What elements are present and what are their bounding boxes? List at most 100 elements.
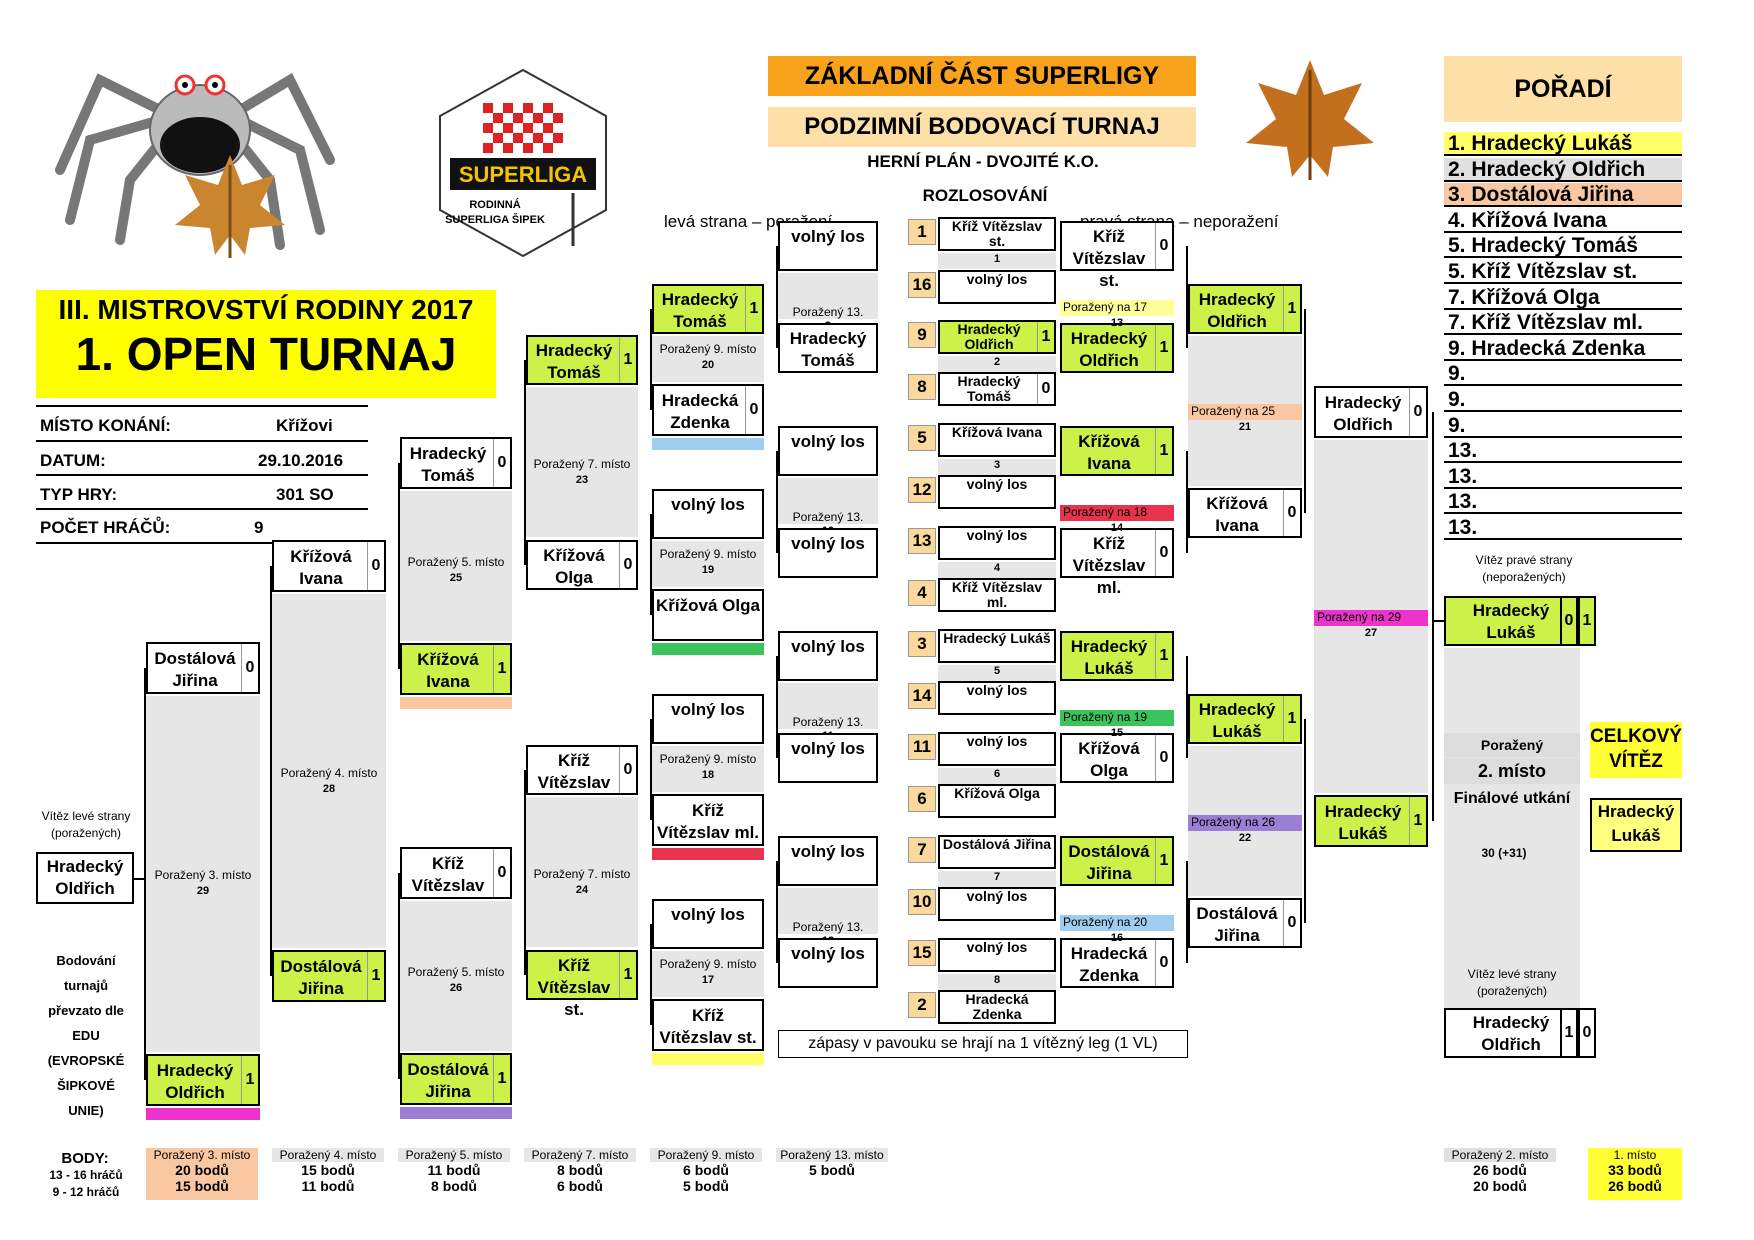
ranking-item: 9. Hradecká Zdenka	[1444, 336, 1682, 361]
seed-player-box[interactable]: Křížová Olga	[938, 784, 1056, 818]
ranking-item: 5. Hradecký Tomáš	[1444, 234, 1682, 259]
left-c5-area	[652, 951, 764, 997]
seed-player-box[interactable]: volný los	[938, 938, 1056, 972]
loser-label: Poražený 4. místo	[280, 766, 378, 780]
seed-player-box[interactable]: Křížová Ivana	[938, 423, 1056, 457]
left-c6-player[interactable]: volný los	[778, 426, 878, 476]
seed-player-box[interactable]: Hradecký Lukáš	[938, 629, 1056, 663]
left-c6-player[interactable]: volný los	[778, 631, 878, 681]
champion-name[interactable]: Hradecký Lukáš	[1590, 798, 1682, 852]
seed-player-box[interactable]: volný los	[938, 681, 1056, 715]
player-name: Hradecký Oldřich	[1324, 393, 1402, 434]
seed-player-box[interactable]: Kříž Vítězslav st.	[938, 217, 1056, 251]
seed-player-box[interactable]: volný los	[938, 475, 1056, 509]
seed-player-box[interactable]: Kříž Vítězslav ml.	[938, 578, 1056, 612]
bracket-line	[1186, 861, 1188, 963]
bracket-line	[524, 360, 526, 565]
left-c4-player[interactable]: Kříž Vítězslav st.1	[526, 950, 638, 1019]
left-c6-player[interactable]: Hradecký Tomáš	[778, 323, 878, 373]
loser-label: Poražený 5. místo	[407, 555, 505, 569]
player-score: 0	[493, 439, 510, 487]
points-b: 5 bodů	[683, 1178, 729, 1194]
loser-label: Poražený 9. místo	[659, 547, 757, 561]
match-number: 26	[449, 982, 463, 994]
left-c5-player[interactable]: Kříž Vítězslav st.	[652, 999, 764, 1051]
left-c5-player[interactable]: Křížová Olga	[652, 589, 764, 641]
left-c5-player[interactable]: Kříž Vítězslav ml.	[652, 794, 764, 846]
left-c6-player[interactable]: volný los	[778, 528, 878, 578]
seed-player-name: volný los	[966, 271, 1028, 287]
seed-player-box[interactable]: volný los	[938, 270, 1056, 304]
right-r1-player[interactable]: Kříž Vítězslav ml.0	[1060, 528, 1174, 597]
match-number: 7	[938, 871, 1056, 887]
left-c6-player[interactable]: volný los	[778, 938, 878, 988]
match-number: 25	[449, 572, 463, 584]
seed-number: 3	[908, 631, 936, 657]
left-winner-box[interactable]: Hradecký Oldřich	[1444, 1008, 1578, 1058]
left-c5-player[interactable]: volný los	[652, 489, 764, 539]
left-c3-player[interactable]: Kříž Vítězslav st.0	[400, 847, 512, 917]
player-name: Dostálová Jiřina	[1068, 842, 1150, 883]
player-name: Kříž Vítězslav st.	[659, 1006, 757, 1047]
player-name: Hradecký Oldřich	[1070, 329, 1148, 370]
points-a: 6 bodů	[683, 1162, 729, 1178]
seed-player-name: Kříž Vítězslav st.	[951, 218, 1043, 249]
points-b: 8 bodů	[431, 1178, 477, 1194]
left-c6-player[interactable]: volný los	[778, 221, 878, 271]
left-c5-player[interactable]: volný los	[652, 694, 764, 744]
seed-player-box[interactable]: volný los	[938, 732, 1056, 766]
match-number: 28	[322, 783, 336, 795]
game-label: TYP HRY:	[40, 485, 118, 504]
left-score-2: 0	[1578, 1008, 1596, 1058]
left-c6-player[interactable]: volný los	[778, 836, 878, 886]
seed-player-box[interactable]: volný los	[938, 526, 1056, 560]
match-number: 15	[1110, 727, 1124, 739]
left-c4-player[interactable]: Kříž Vítězslav ml.0	[526, 745, 638, 814]
left-side-winner-box[interactable]: Hradecký Oldřich	[36, 852, 134, 904]
left-c6-player[interactable]: volný los	[778, 733, 878, 783]
ranking-item: 3. Dostálová Jiřina	[1444, 183, 1682, 208]
match-number: 1	[938, 253, 1056, 269]
left-c5-player[interactable]: volný los	[652, 899, 764, 949]
points-b: 26 bodů	[1608, 1178, 1662, 1194]
seed-player-box[interactable]: Dostálová Jiřina	[938, 835, 1056, 869]
ranking-title: POŘADÍ	[1444, 56, 1682, 122]
player-name: Hradecká Zdenka	[1070, 944, 1148, 985]
right-r1-player[interactable]: Kříž Vítězslav st.0	[1060, 221, 1174, 290]
left-winner-label: Vítěz levé strany (poražených)	[1467, 967, 1557, 998]
color-bar	[652, 643, 764, 655]
seed-number: 16	[908, 272, 936, 298]
bracket-line	[270, 566, 272, 976]
loser-label: Poražený 9. místo	[659, 752, 757, 766]
right-winner-box[interactable]: Hradecký Lukáš	[1444, 596, 1578, 646]
seed-player-box[interactable]: Hradecká Zdenka	[938, 990, 1056, 1024]
seed-player-box[interactable]: volný los	[938, 887, 1056, 921]
